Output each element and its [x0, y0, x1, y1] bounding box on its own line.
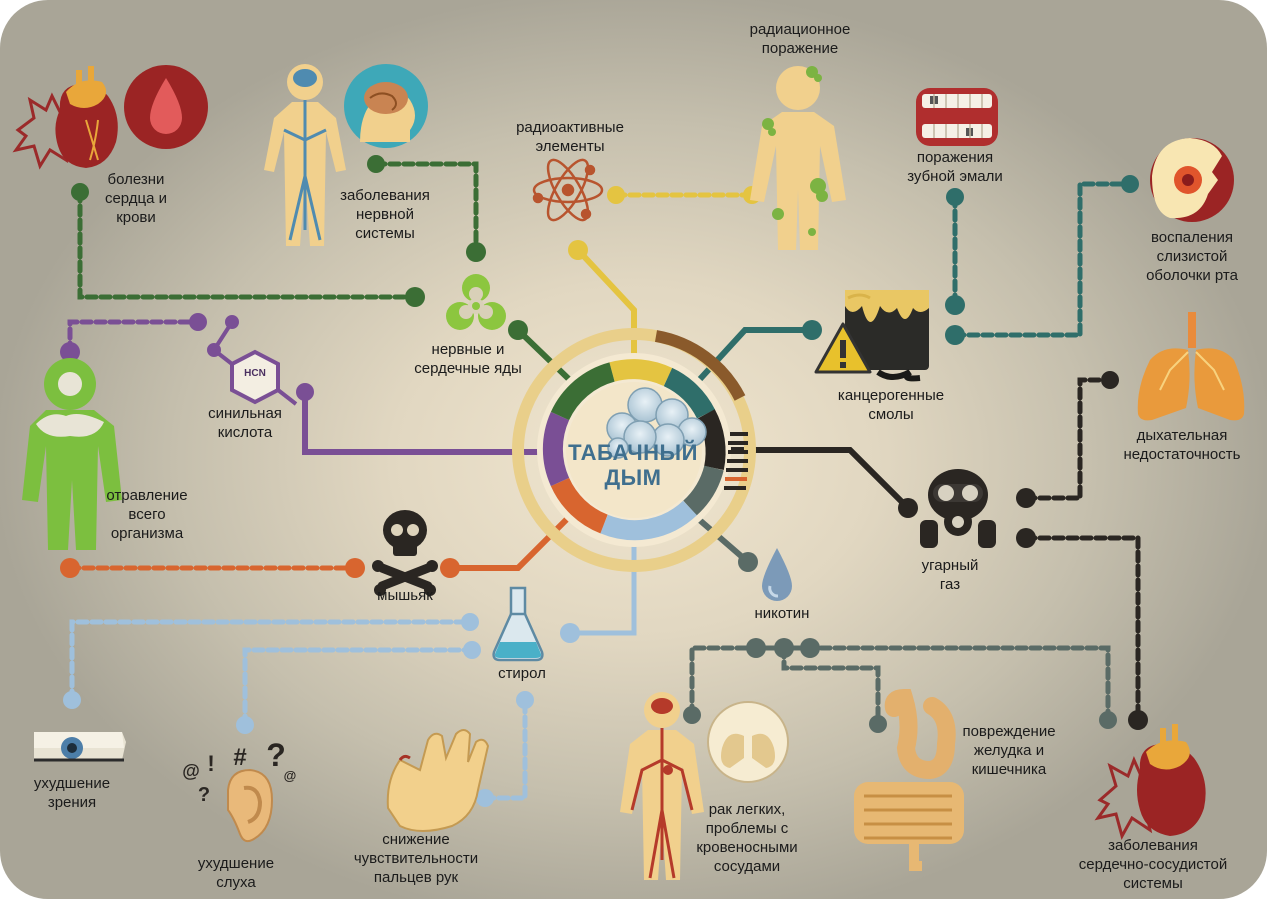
- dash-hearing: [242, 647, 475, 728]
- nervous-system-body-icon: [264, 64, 346, 246]
- label-styrene: стирол: [498, 665, 546, 682]
- warning-icon: [814, 322, 872, 374]
- dash-stomach: [781, 645, 881, 727]
- flask-icon: [492, 586, 544, 662]
- label-hcn: синильная кислота: [208, 405, 282, 441]
- dash-nervous: [373, 161, 479, 255]
- ear-sign-exclaim: !: [207, 751, 215, 776]
- label-mouth-inflammation: воспаления слизистой оболочки рта: [1146, 229, 1238, 284]
- eye-icon: [34, 732, 126, 762]
- ear-sign-at-small: @: [283, 768, 297, 783]
- gas-mask-icon: [920, 469, 996, 548]
- hub-title: ТАБАЧНЫЙ ДЫМ: [568, 440, 698, 490]
- label-radiation-damage: радиационное поражение: [749, 21, 851, 57]
- ear-sign-question: ?: [266, 737, 286, 773]
- dash-fingers: [482, 697, 528, 801]
- cigarette-ash-icon: [724, 432, 748, 490]
- biohazard-icon: [446, 274, 506, 330]
- label-radioactive: радиоактивные элементы: [516, 119, 624, 155]
- label-vision: ухудшение зрения: [33, 775, 111, 811]
- label-whole-body: отравление всего организма: [106, 487, 188, 542]
- label-nervous-system: заболевания нервной системы: [340, 187, 430, 242]
- teeth-icon: [916, 88, 998, 146]
- tar-barrel-icon: [845, 290, 929, 382]
- label-hearing: ухудшение слуха: [197, 855, 275, 891]
- circulatory-body-icon: [620, 692, 704, 880]
- spoke-tars: [687, 327, 815, 393]
- radiation-body-icon: [750, 66, 846, 250]
- spoke-nerve-poisons: [515, 327, 578, 388]
- hcn-symbol: HCN: [244, 368, 266, 379]
- dash-respiratory: [1023, 377, 1113, 501]
- label-tars: канцерогенные смолы: [837, 387, 945, 423]
- label-stomach: повреждение желудка и кишечника: [962, 723, 1056, 778]
- dash-vision: [69, 619, 473, 703]
- nicotine-drop-icon: [762, 548, 792, 601]
- lungs-icon: [1137, 312, 1245, 421]
- dash-mouth: [952, 181, 1133, 338]
- label-cardiovascular: заболевания сердечно-сосудистой системы: [1078, 837, 1228, 892]
- label-respiratory: дыхательная недостаточность: [1123, 427, 1241, 463]
- ear-sign-at: @: [182, 761, 200, 781]
- hcn-molecule-icon: [207, 315, 298, 406]
- blood-drop-icon: [124, 65, 208, 149]
- atom-icon: [532, 158, 604, 222]
- label-arsenic: мышьяк: [377, 587, 433, 604]
- label-nicotine: никотин: [754, 605, 810, 622]
- dash-poisoning: [67, 319, 201, 355]
- label-tooth-enamel: поражения зубной эмали: [907, 149, 1003, 185]
- poisoned-body-icon: [22, 358, 122, 550]
- skull-crossbones-icon: [372, 510, 438, 596]
- stomach-intestine-icon: [854, 688, 964, 871]
- label-fingers: снижение чувствительности пальцев рук: [353, 831, 479, 886]
- lungs-circle-icon: [707, 701, 789, 783]
- dash-cardio: [1023, 535, 1141, 723]
- hub-rings: [512, 328, 756, 572]
- heart-organ-bottom-icon: [1094, 724, 1206, 840]
- ear-sign-question-small: ?: [197, 784, 211, 806]
- hand-icon: [386, 729, 490, 832]
- label-heart-blood: болезни сердца и крови: [104, 171, 168, 226]
- ear-icon: [227, 768, 274, 843]
- ear-sign-hash: #: [233, 744, 247, 771]
- dash-cancer: [689, 645, 1111, 723]
- label-lung-cancer: рак легких, проблемы с кровеносными сосу…: [696, 801, 798, 875]
- spoke-arsenic: [447, 505, 581, 571]
- label-co: угарный газ: [921, 557, 979, 593]
- dash-heart-blood: [77, 189, 418, 300]
- smoke-cloud-icon: [606, 387, 707, 459]
- heart-organ-icon: [12, 66, 118, 170]
- label-nerve-poisons: нервные и сердечные яды: [414, 341, 522, 377]
- mouth-inflammation-icon: [1150, 138, 1234, 222]
- spoke-radioactive: [575, 247, 637, 373]
- spoke-hcn: [302, 389, 563, 455]
- brain-head-icon: [344, 64, 428, 148]
